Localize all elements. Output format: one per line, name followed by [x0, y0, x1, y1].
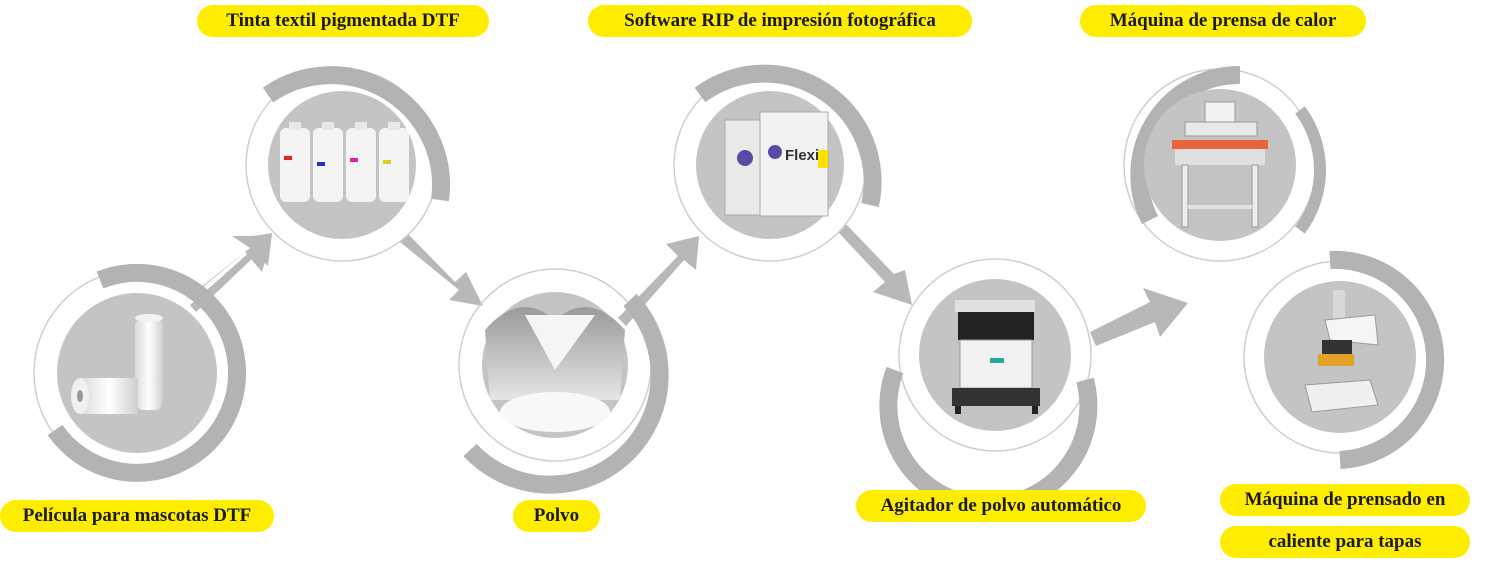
label-film: Película para mascotas DTF	[0, 500, 274, 532]
heat-press-machine-icon	[1172, 101, 1268, 228]
film-roll-icon	[71, 314, 163, 414]
node-ink	[245, 66, 450, 262]
node-rip: Flexi	[673, 64, 882, 262]
node-cappress	[1243, 250, 1445, 469]
software-box-label: Flexi	[785, 147, 819, 164]
cap-press-machine-icon	[1304, 290, 1379, 413]
powder-bag-icon	[485, 307, 625, 432]
software-box-icon: Flexi	[724, 111, 829, 217]
label-ink: Tinta textil pigmentada DTF	[197, 5, 489, 37]
label-powder: Polvo	[513, 500, 600, 532]
node-shaker	[879, 258, 1098, 515]
label-cappress-line1: Máquina de prensado en	[1220, 484, 1470, 516]
powder-shaker-machine-icon	[952, 300, 1040, 414]
node-film	[33, 263, 246, 482]
label-press: Máquina de prensa de calor	[1080, 5, 1366, 37]
node-powder	[458, 268, 669, 494]
label-shaker: Agitador de polvo automático	[856, 490, 1146, 522]
label-cappress-line2: caliente para tapas	[1220, 526, 1470, 558]
arrow-ink-to-powder	[400, 234, 483, 306]
arrow-film-to-ink	[185, 233, 272, 312]
arrow-shaker-to-press	[1090, 288, 1188, 346]
node-press	[1123, 65, 1326, 262]
ink-bottles-icon	[280, 122, 409, 202]
label-rip: Software RIP de impresión fotográfica	[588, 5, 972, 37]
arrow-rip-to-shaker	[838, 224, 912, 305]
